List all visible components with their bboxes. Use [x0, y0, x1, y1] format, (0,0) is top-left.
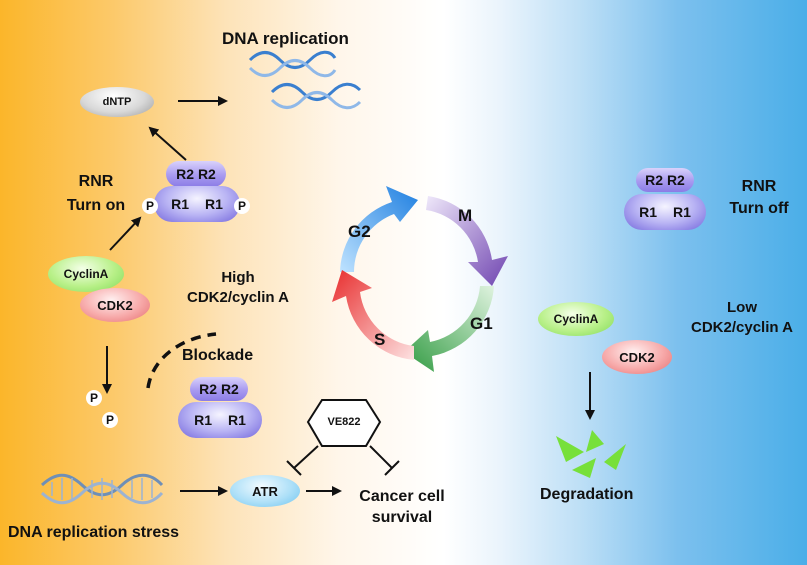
rnr-r1-dimer-active: R1 R1 — [154, 186, 240, 222]
degradation-label: Degradation — [540, 486, 634, 503]
cancer-cell-survival-label: Cancer cell survival — [340, 486, 464, 528]
high-line2: CDK2/cyclin A — [187, 289, 289, 306]
rnr-r1-dimer-blocked: R1 R1 — [178, 402, 262, 438]
cdk2-low: CDK2 — [602, 340, 672, 374]
dntp-node: dNTP — [80, 87, 154, 117]
ve822-label: VE822 — [327, 416, 361, 428]
low-line1: Low — [727, 299, 757, 316]
atr-node: ATR — [230, 475, 300, 507]
cancer-line1: Cancer cell — [359, 488, 445, 505]
phospho-p-free-2: P — [102, 412, 118, 428]
r1-right-label-blocked: R1 — [228, 412, 246, 428]
rnr-r2-dimer-blocked: R2 R2 — [190, 377, 248, 401]
low-line2: CDK2/cyclin A — [691, 319, 793, 336]
rnr-off-line2: Turn off — [729, 200, 789, 217]
rnr-turn-off-label: RNR Turn off — [716, 176, 802, 220]
arrow-rnr-to-dntp — [148, 126, 187, 161]
m-arc-arrow — [426, 196, 508, 286]
g1-arc-arrow — [404, 286, 494, 372]
rnr-off-line1: RNR — [741, 178, 777, 195]
high-cdk2-label: High CDK2/cyclin A — [178, 268, 298, 308]
rnr-r1-dimer-inactive: R1 R1 — [624, 194, 706, 230]
rnr-r2-dimer-active: R2 R2 — [166, 161, 226, 187]
phase-g1-label: G1 — [470, 314, 493, 333]
r1-left-label-inactive: R1 — [639, 204, 657, 220]
rnr-on-line2: Turn on — [66, 197, 126, 214]
inhibit-atr — [293, 445, 319, 469]
s-arc-arrow — [332, 270, 414, 360]
blockade-dashed-arc — [146, 332, 217, 389]
phospho-p-right: P — [234, 198, 250, 214]
degradation-fragments-icon — [556, 430, 626, 478]
rnr-on-line1: RNR — [78, 173, 114, 190]
r1-left-label: R1 — [171, 196, 189, 212]
r1-right-label-inactive: R1 — [673, 204, 691, 220]
inhibit-survival — [369, 445, 393, 469]
phase-g2-label: G2 — [348, 222, 371, 241]
ve822-hexagon — [306, 399, 382, 447]
dna-replication-stress-label: DNA replication stress — [8, 524, 180, 541]
high-line1: High — [221, 269, 255, 286]
dna-helix-icon — [270, 82, 362, 110]
inhibit-atr-bar — [286, 460, 302, 476]
arrow-cyclin-to-rnr — [109, 216, 142, 251]
cell-cycle-wheel — [332, 186, 508, 372]
phase-s-label: S — [374, 330, 386, 349]
cancer-line2: survival — [371, 509, 433, 526]
cdk2-high: CDK2 — [80, 288, 150, 322]
phospho-p-left: P — [142, 198, 158, 214]
dna-replication-title: DNA replication — [222, 29, 349, 48]
rnr-turn-on-label: RNR Turn on — [56, 170, 136, 218]
low-cdk2-label: Low CDK2/cyclin A — [680, 298, 804, 338]
phase-m-label: M — [458, 206, 473, 225]
cyclin-a-high: CyclinA — [48, 256, 124, 292]
inhibit-survival-bar — [384, 460, 400, 476]
dna-helix-icon — [248, 50, 337, 78]
r1-right-label: R1 — [205, 196, 223, 212]
phospho-p-free-1: P — [86, 390, 102, 406]
r1-left-label-blocked: R1 — [194, 412, 212, 428]
g2-arc-arrow — [340, 186, 418, 272]
blockade-label: Blockade — [182, 347, 254, 364]
stress-dna-icon — [40, 473, 164, 505]
cyclin-a-low: CyclinA — [538, 302, 614, 336]
rnr-r2-dimer-inactive: R2 R2 — [636, 168, 694, 192]
